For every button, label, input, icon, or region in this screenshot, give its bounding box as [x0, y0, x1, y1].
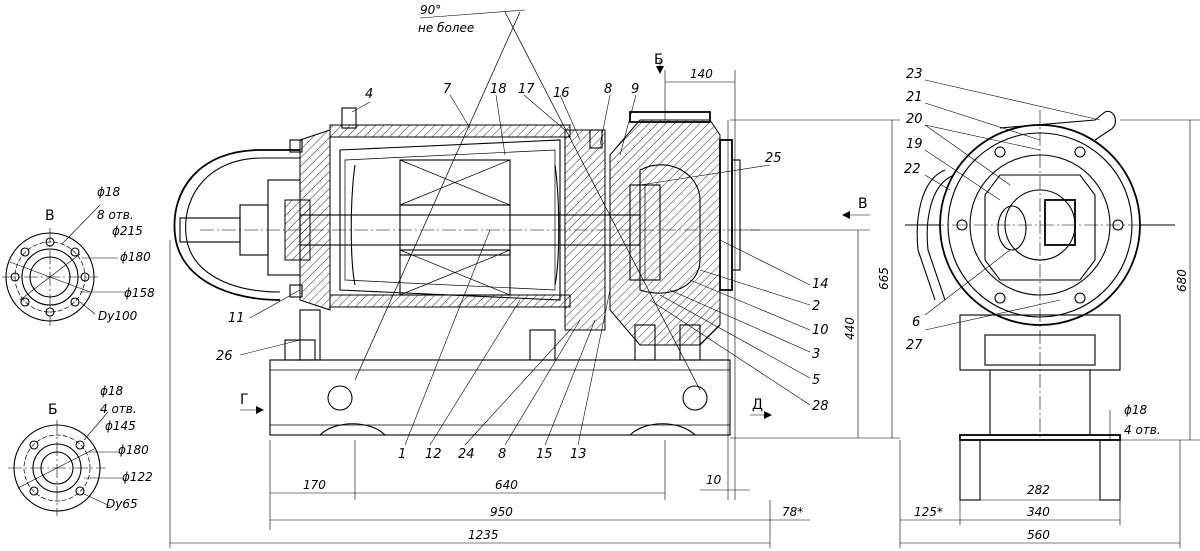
view-v-dn: Dy100 — [98, 309, 138, 323]
part-4: 4 — [365, 87, 373, 102]
part-8-top: 8 — [604, 82, 612, 97]
view-v-hole-dia: ϕ18 — [97, 185, 121, 199]
part-20: 20 — [906, 112, 923, 127]
dim-340: 340 — [1027, 505, 1050, 519]
flange-view-v — [2, 204, 125, 326]
part-6: 6 — [912, 315, 920, 330]
angle-value: 90° — [420, 3, 441, 17]
dim-665: 665 — [877, 267, 891, 290]
part-21: 21 — [906, 90, 923, 105]
part-26: 26 — [216, 349, 233, 364]
part-24: 24 — [458, 447, 475, 462]
dim-170: 170 — [303, 478, 326, 492]
dim-10: 10 — [706, 473, 722, 487]
dim-78: 78* — [782, 505, 803, 519]
view-b-d122: ϕ122 — [122, 470, 153, 484]
part-5: 5 — [812, 373, 820, 388]
part-2: 2 — [812, 299, 820, 314]
dim-950: 950 — [490, 505, 513, 519]
part-25: 25 — [765, 151, 782, 166]
view-v-hole-count: 8 отв. — [97, 208, 134, 222]
part-19: 19 — [906, 137, 923, 152]
part-22: 22 — [904, 162, 921, 177]
part-1: 1 — [398, 447, 406, 462]
view-v-d158: ϕ158 — [124, 286, 155, 300]
view-b-dn: Dy65 — [106, 497, 138, 511]
part-7: 7 — [443, 82, 452, 97]
section-g-left: Г — [240, 392, 249, 408]
view-b-hole-count: 4 отв. — [100, 402, 137, 416]
part-12: 12 — [425, 447, 442, 462]
part-16: 16 — [553, 86, 570, 101]
view-v-letter: В — [45, 208, 55, 224]
part-14: 14 — [812, 277, 829, 292]
flange-view-b — [8, 411, 122, 516]
part-18: 18 — [490, 82, 507, 97]
part-10: 10 — [812, 323, 829, 338]
section-b-top: Б — [654, 52, 664, 68]
dim-440: 440 — [843, 317, 857, 340]
part-13: 13 — [570, 447, 587, 462]
part-9: 9 — [631, 82, 639, 97]
view-b-hole-dia: ϕ18 — [100, 384, 124, 398]
dim-side-hole-count: 4 отв. — [1124, 423, 1161, 437]
part-8-bottom: 8 — [498, 447, 506, 462]
angle-note: не более — [418, 21, 474, 35]
main-section-view — [169, 9, 900, 548]
dim-side-hole: ϕ18 — [1124, 403, 1148, 417]
part-11: 11 — [228, 311, 245, 326]
part-3: 3 — [812, 347, 820, 362]
view-v-d215: ϕ215 — [112, 224, 143, 238]
dim-560: 560 — [1027, 528, 1050, 542]
side-view — [899, 79, 1200, 548]
part-28: 28 — [812, 399, 829, 414]
dim-125: 125* — [914, 505, 943, 519]
dim-680: 680 — [1175, 269, 1189, 292]
section-d-bottom: Д — [752, 397, 763, 413]
view-b-d180: ϕ180 — [118, 443, 149, 457]
view-v-d180: ϕ180 — [120, 250, 151, 264]
part-15: 15 — [536, 447, 553, 462]
dim-640: 640 — [495, 478, 518, 492]
part-27: 27 — [906, 338, 923, 353]
dim-1235: 1235 — [468, 528, 499, 542]
part-17: 17 — [518, 82, 535, 97]
view-b-letter: Б — [48, 402, 58, 418]
dim-282: 282 — [1027, 483, 1050, 497]
part-23: 23 — [906, 67, 923, 82]
dim-140: 140 — [690, 67, 713, 81]
view-b-d145: ϕ145 — [105, 419, 136, 433]
section-v-right: В — [858, 196, 868, 212]
